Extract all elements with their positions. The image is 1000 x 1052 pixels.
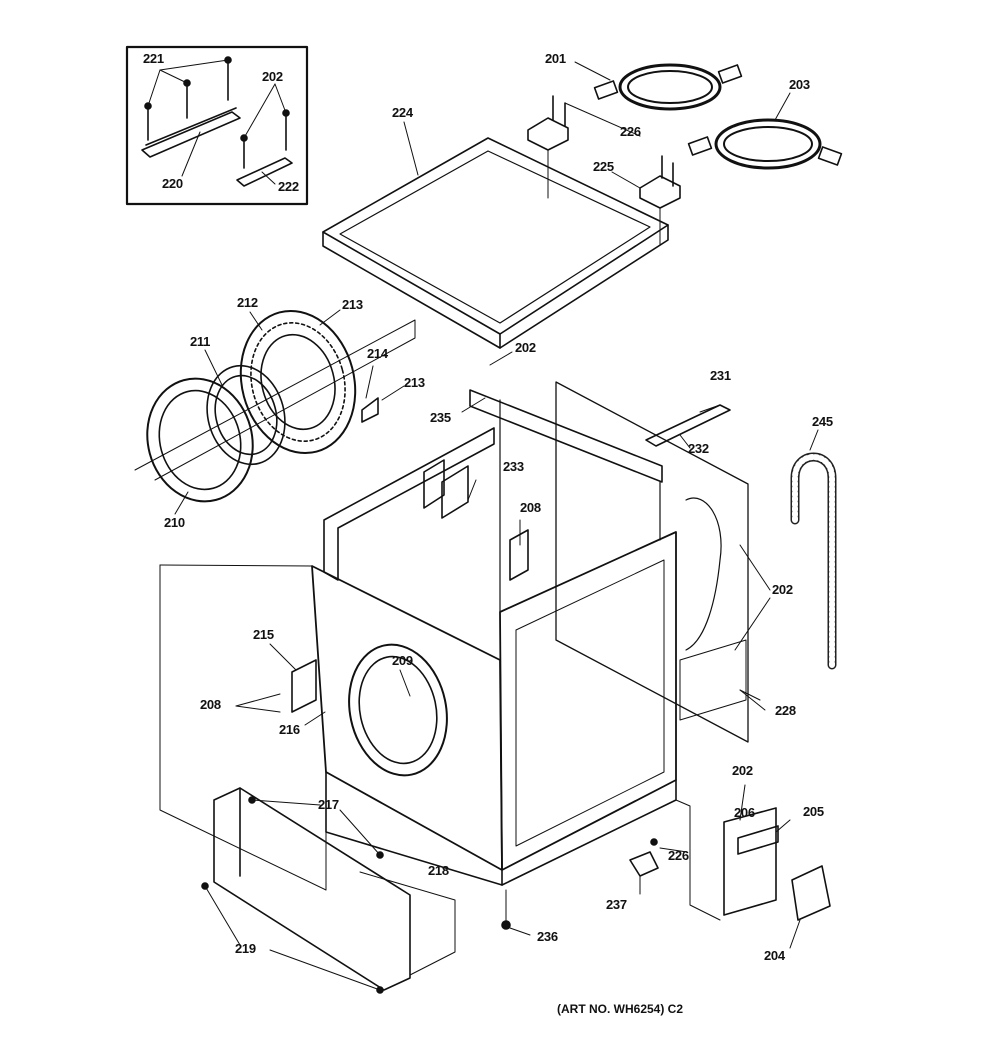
callout-203: 203 <box>789 77 810 92</box>
drain-hose <box>790 429 837 670</box>
callout-220: 220 <box>162 176 183 191</box>
callout-213-right: 213 <box>404 375 425 390</box>
callout-218: 218 <box>428 863 449 878</box>
callout-235: 235 <box>430 410 451 425</box>
callout-233: 233 <box>503 459 524 474</box>
callout-205: 205 <box>803 804 824 819</box>
cabinet-frame <box>159 381 749 976</box>
callout-245: 245 <box>812 414 833 429</box>
callout-232: 232 <box>688 441 709 456</box>
callout-210: 210 <box>164 515 185 530</box>
callout-208-left: 208 <box>200 697 221 712</box>
callout-206: 206 <box>734 805 755 820</box>
callout-231: 231 <box>710 368 731 383</box>
leader-lines <box>235 351 771 853</box>
callout-225: 225 <box>593 159 614 174</box>
callout-226-top: 226 <box>620 124 641 139</box>
top-brackets <box>527 95 681 246</box>
control-module <box>501 784 831 949</box>
callout-208-mid: 208 <box>520 500 541 515</box>
callout-217: 217 <box>318 797 339 812</box>
callout-202-bottom: 202 <box>732 763 753 778</box>
callout-202-inset: 202 <box>262 69 283 84</box>
callout-204: 204 <box>764 948 785 963</box>
callout-221: 221 <box>143 51 164 66</box>
top-cover <box>322 121 669 349</box>
callout-214: 214 <box>367 346 388 361</box>
callout-201: 201 <box>545 51 566 66</box>
callout-202-top: 202 <box>515 340 536 355</box>
callout-224: 224 <box>392 105 413 120</box>
kick-plate <box>201 787 411 994</box>
callout-216: 216 <box>279 722 300 737</box>
inset-bracket-detail <box>125 45 309 206</box>
callout-215: 215 <box>253 627 274 642</box>
callout-212: 212 <box>237 295 258 310</box>
callout-213-top: 213 <box>342 297 363 312</box>
callout-228: 228 <box>775 703 796 718</box>
inlet-hoses <box>574 61 843 170</box>
callout-237: 237 <box>606 897 627 912</box>
callout-222: 222 <box>278 179 299 194</box>
art-number: (ART NO. WH6254) C2 <box>557 1002 684 1016</box>
callout-211: 211 <box>190 334 211 349</box>
callout-226-bottom: 226 <box>668 848 689 863</box>
callout-209: 209 <box>392 653 413 668</box>
door-assembly <box>134 309 416 515</box>
callout-219: 219 <box>235 941 256 956</box>
callout-202-right: 202 <box>772 582 793 597</box>
callout-236: 236 <box>537 929 558 944</box>
